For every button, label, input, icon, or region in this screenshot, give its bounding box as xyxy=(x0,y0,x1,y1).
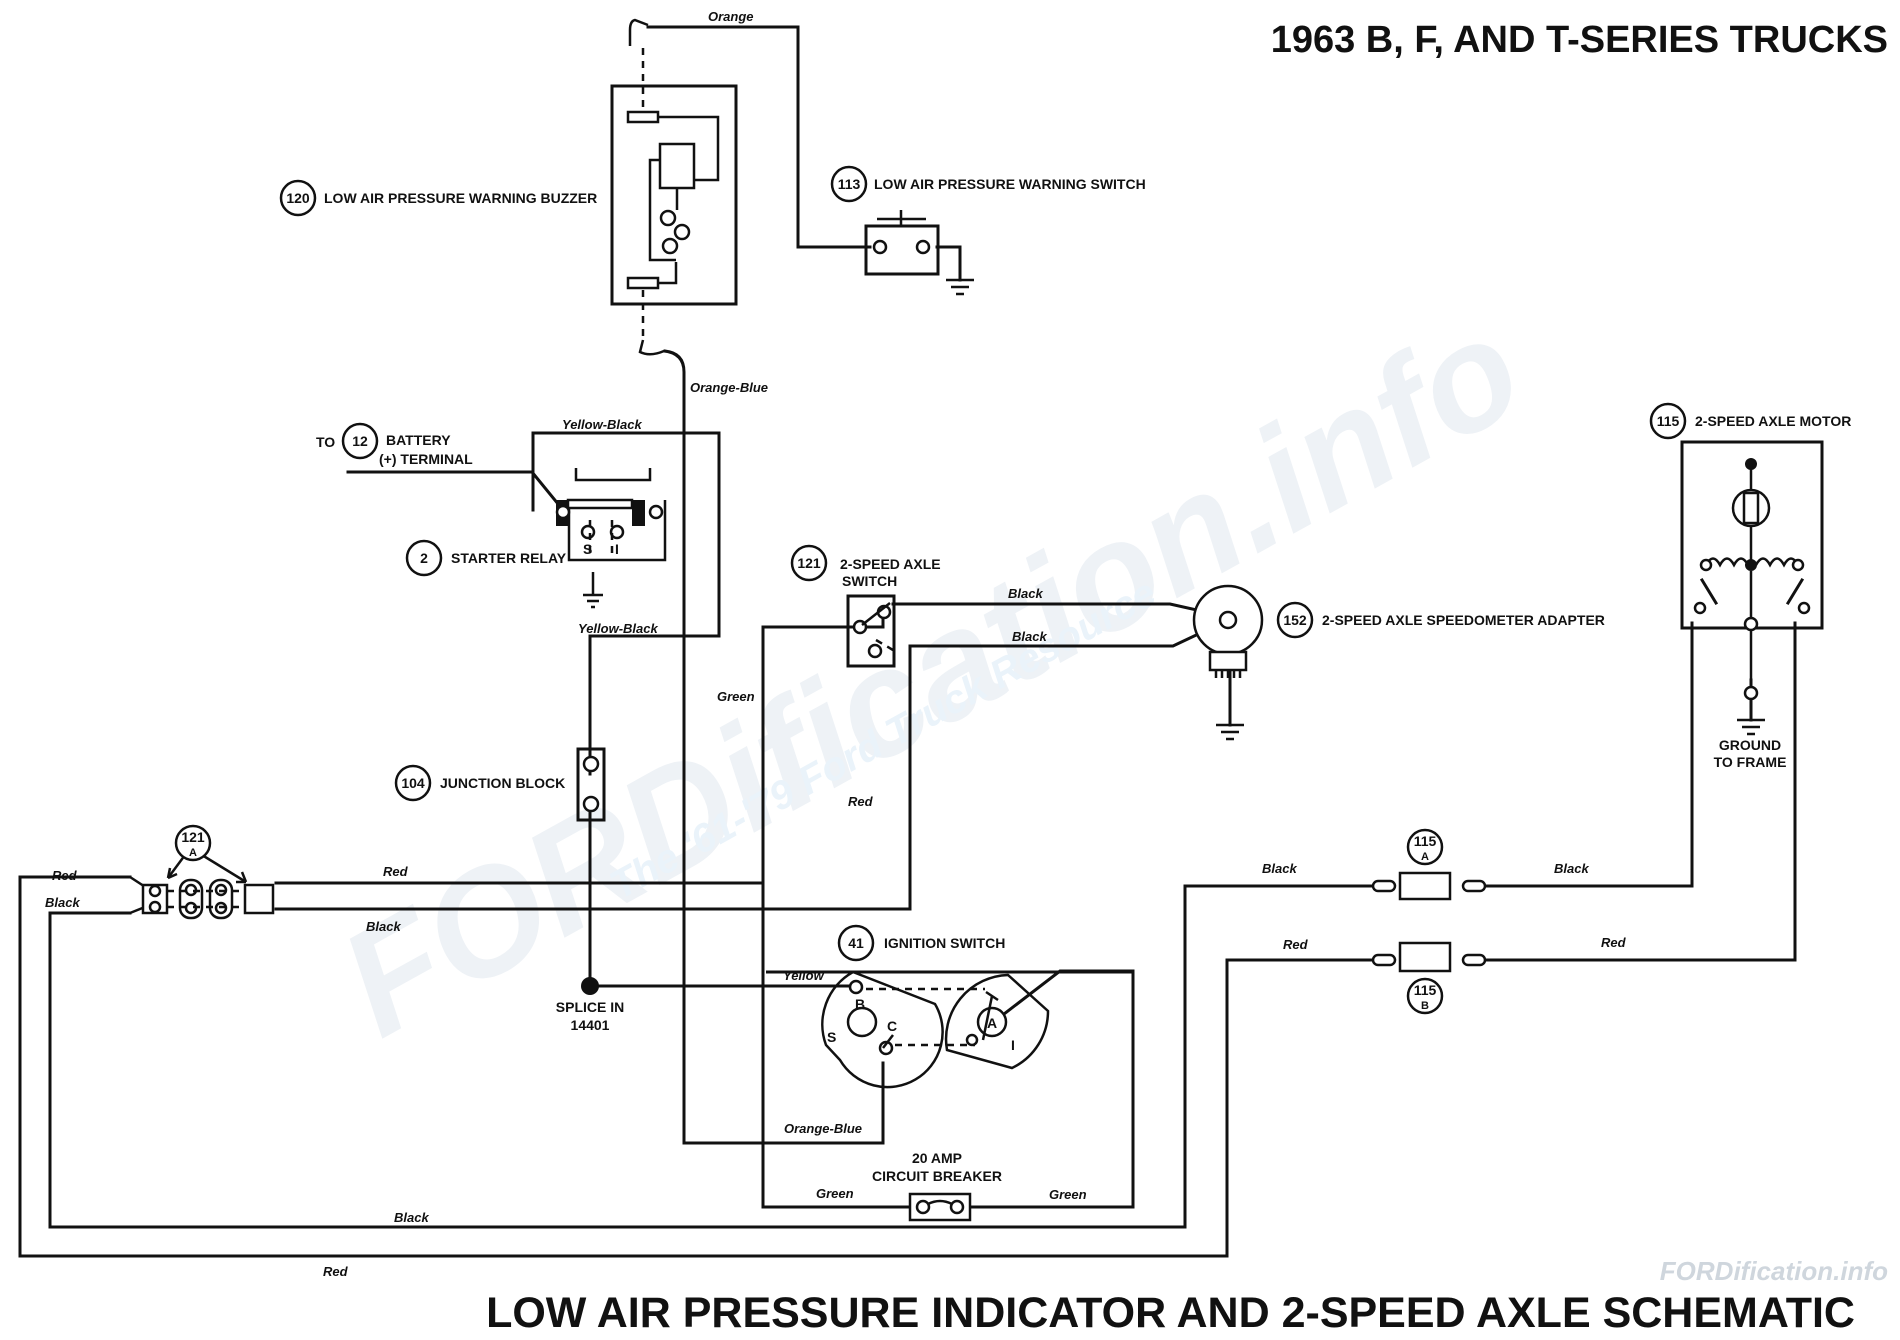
wire-label: Black xyxy=(45,895,80,910)
ground-label-1: GROUND xyxy=(1719,737,1781,753)
warning-switch xyxy=(864,210,974,296)
wire-label: Red xyxy=(1601,935,1627,950)
callout-120: 120 LOW AIR PRESSURE WARNING BUZZER xyxy=(279,179,597,217)
callout-113: 113 LOW AIR PRESSURE WARNING SWITCH xyxy=(830,165,1146,203)
callout-number: 120 xyxy=(286,190,310,206)
callout-sub: B xyxy=(1421,1000,1429,1012)
ignition-terminal-c: C xyxy=(887,1018,897,1034)
callout-41: 41 IGNITION SWITCH xyxy=(837,924,1005,962)
breaker-label-2: CIRCUIT BREAKER xyxy=(872,1168,1002,1184)
wire-label: Black xyxy=(1012,629,1047,644)
relay-terminal-i: I xyxy=(615,541,619,557)
ignition-terminal-a: A xyxy=(987,1015,997,1031)
axle-switch xyxy=(846,594,896,668)
starter-relay: S I xyxy=(555,468,667,609)
diagram-title: 1963 B, F, AND T-SERIES TRUCKS xyxy=(1271,19,1888,61)
callout-121: 121 2-SPEED AXLE SWITCH xyxy=(790,544,941,589)
ignition-terminal-s: S xyxy=(827,1029,836,1045)
callout-label: LOW AIR PRESSURE WARNING SWITCH xyxy=(874,176,1146,192)
callout-label: 2-SPEED AXLE xyxy=(840,556,941,572)
speedometer-adapter xyxy=(1192,584,1264,741)
callout-sub: A xyxy=(1421,851,1429,863)
wire-label: Yellow-Black xyxy=(578,621,658,636)
splice-dot xyxy=(581,977,599,995)
callout-label: IGNITION SWITCH xyxy=(884,935,1005,951)
callout-sub: A xyxy=(189,847,197,859)
callout-label: 2-SPEED AXLE MOTOR xyxy=(1695,413,1851,429)
wire-label: Black xyxy=(1008,586,1043,601)
callout-115b: 115 B xyxy=(1406,977,1444,1015)
diagram-subtitle: LOW AIR PRESSURE INDICATOR AND 2-SPEED A… xyxy=(486,1289,1855,1335)
wire-label: Yellow-Black xyxy=(562,417,642,432)
callout-number: 41 xyxy=(848,935,864,951)
callout-label: LOW AIR PRESSURE WARNING BUZZER xyxy=(324,190,597,206)
callout-104: 104 JUNCTION BLOCK xyxy=(394,764,565,802)
callout-2: 2 STARTER RELAY xyxy=(405,539,567,577)
wire-label: Red xyxy=(1283,937,1309,952)
corner-logo: FORDification.info xyxy=(1660,1256,1888,1286)
callout-115: 115 2-SPEED AXLE MOTOR xyxy=(1649,402,1851,440)
splice-label-1: SPLICE IN xyxy=(556,999,624,1015)
callout-label: STARTER RELAY xyxy=(451,550,567,566)
callout-number: 152 xyxy=(1283,612,1307,628)
ignition-terminal-i: I xyxy=(1011,1037,1015,1053)
wire-label: Yellow xyxy=(783,968,825,983)
callout-label: (+) TERMINAL xyxy=(379,451,473,467)
callout-label: BATTERY xyxy=(386,432,451,448)
wire-label: Orange-Blue xyxy=(690,380,768,395)
ignition-terminal-b: B xyxy=(855,996,865,1012)
wire-labels: Orange Orange-Blue Yellow-Black Yellow-B… xyxy=(45,9,1627,1279)
wire-label: Orange-Blue xyxy=(784,1121,862,1136)
callout-number: 115 xyxy=(1657,413,1680,429)
callout-number: 113 xyxy=(838,176,861,192)
wire-label: Black xyxy=(366,919,401,934)
callout-121a: 121 A xyxy=(174,824,212,862)
circuit-breaker xyxy=(908,1192,972,1222)
callout-number: 115 xyxy=(1414,833,1437,849)
callout-label: JUNCTION BLOCK xyxy=(440,775,565,791)
callout-number: 2 xyxy=(420,550,428,566)
callout-number: 121 xyxy=(181,829,205,845)
connector-115a xyxy=(1371,871,1487,901)
wire-label: Red xyxy=(848,794,874,809)
splice-label-2: 14401 xyxy=(571,1017,610,1033)
wire-label: Red xyxy=(383,864,409,879)
wire-label: Red xyxy=(52,868,78,883)
wire-label: Black xyxy=(394,1210,429,1225)
axle-motor xyxy=(1680,440,1824,736)
wire-label: Black xyxy=(1554,861,1589,876)
callout-prefix: TO xyxy=(316,434,335,450)
ignition-switch: B C S A I xyxy=(766,970,1135,1207)
breaker-label-1: 20 AMP xyxy=(912,1150,962,1166)
junction-block xyxy=(576,747,606,822)
callout-12: TO 12 BATTERY (+) TERMINAL xyxy=(316,422,473,467)
wire-label: Black xyxy=(1262,861,1297,876)
wire-label: Orange xyxy=(708,9,754,24)
callout-number: 121 xyxy=(797,555,821,571)
callout-number: 12 xyxy=(352,433,368,449)
callout-label: SWITCH xyxy=(842,573,897,589)
callout-152: 152 2-SPEED AXLE SPEEDOMETER ADAPTER xyxy=(1276,601,1605,639)
callout-115a: 115 A xyxy=(1406,828,1444,866)
callout-number: 115 xyxy=(1414,982,1437,998)
wire-label: Green xyxy=(816,1186,854,1201)
warning-buzzer xyxy=(610,18,738,356)
ground-label-2: TO FRAME xyxy=(1714,754,1787,770)
wire-label: Green xyxy=(717,689,755,704)
callout-label: 2-SPEED AXLE SPEEDOMETER ADAPTER xyxy=(1322,612,1605,628)
connector-121a xyxy=(129,853,275,920)
connector-115b xyxy=(1371,941,1487,973)
callout-number: 104 xyxy=(401,775,425,791)
wire-label: Red xyxy=(323,1264,349,1279)
relay-terminal-s: S xyxy=(583,541,592,557)
wire-label: Green xyxy=(1049,1187,1087,1202)
